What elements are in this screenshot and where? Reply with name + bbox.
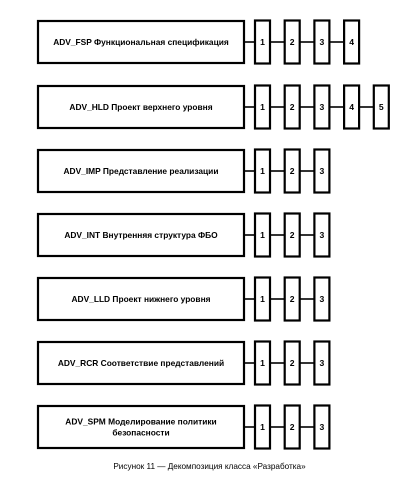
family-row: ADV_INT Внутренняя структура ФБО 1 2 3	[36, 212, 331, 258]
component-label: 1	[260, 358, 265, 368]
family-box	[36, 19, 246, 65]
family-row: ADV_IMP Представление реализации 1 2 3	[36, 148, 331, 194]
component-label: 2	[290, 37, 295, 47]
family-row: ADV_LLD Проект нижнего уровня 1 2 3	[36, 276, 331, 322]
component-box	[313, 340, 331, 386]
component-box	[313, 212, 331, 258]
component-label: 2	[290, 294, 295, 304]
component-label: 4	[349, 102, 354, 112]
family-label: ADV_FSP Функциональная спецификация	[53, 37, 229, 47]
component-label: 1	[260, 102, 265, 112]
component-label: 1	[260, 37, 265, 47]
component-label: 1	[260, 422, 265, 432]
component-label: 2	[290, 358, 295, 368]
family-row: ADV_FSP Функциональная спецификация 1 2 3 4	[36, 19, 361, 65]
component-label: 3	[320, 166, 325, 176]
family-label: ADV_HLD Проект верхнего уровня	[69, 102, 212, 112]
component-label: 1	[260, 294, 265, 304]
component-label: 3	[320, 358, 325, 368]
component-label: 2	[290, 102, 295, 112]
component-label: 3	[320, 294, 325, 304]
component-box	[343, 19, 361, 65]
family-box	[36, 276, 246, 322]
component-label: 4	[349, 37, 354, 47]
component-label: 3	[320, 102, 325, 112]
family-box	[36, 148, 246, 194]
component-label: 2	[290, 166, 295, 176]
family-label: ADV_RCR Соответствие представлений	[58, 358, 224, 368]
component-box	[313, 404, 331, 450]
component-label: 3	[320, 422, 325, 432]
component-box	[313, 276, 331, 322]
component-label: 3	[320, 37, 325, 47]
component-label: 2	[290, 230, 295, 240]
component-box	[313, 148, 331, 194]
figure-caption: Рисунок 11 — Декомпозиция класса «Разраб…	[113, 462, 306, 471]
component-label: 2	[290, 422, 295, 432]
family-label: ADV_LLD Проект нижнего уровня	[71, 294, 210, 304]
component-label: 3	[320, 230, 325, 240]
family-row: ADV_RCR Соответствие представлений 1 2 3	[36, 340, 331, 386]
family-label: ADV_INT Внутренняя структура ФБО	[64, 230, 218, 240]
component-label: 1	[260, 230, 265, 240]
family-box	[36, 84, 246, 130]
family-box	[36, 212, 246, 258]
component-label: 5	[379, 102, 384, 112]
component-box	[372, 84, 390, 130]
family-box	[36, 340, 246, 386]
family-label: ADV_IMP Представление реализации	[64, 166, 219, 176]
component-label: 1	[260, 166, 265, 176]
family-row: ADV_HLD Проект верхнего уровня 1 2 3 4 5	[36, 84, 390, 130]
